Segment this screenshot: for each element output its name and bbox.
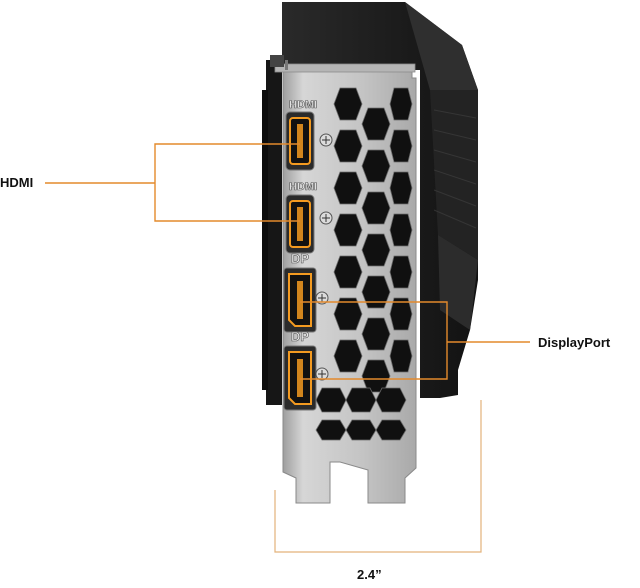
screw-1: [319, 133, 333, 147]
hdmi-port-2: [285, 194, 315, 254]
screw-3: [315, 291, 329, 305]
bracket-screws: [315, 133, 333, 381]
port-marking-dp-1: DP: [291, 251, 309, 266]
bracket-height-label: 2.4”: [357, 567, 382, 582]
bracket-vents: [315, 87, 413, 441]
hdmi-callout-lines: [45, 143, 300, 222]
port-marking-hdmi-1: HDMI: [289, 99, 317, 111]
hdmi-callout-label: HDMI: [0, 175, 34, 190]
hdmi-port-1: [285, 111, 315, 171]
displayport-callout-label: DisplayPort: [538, 335, 611, 350]
displayport-port-1: [283, 267, 317, 333]
cooler-shroud: [262, 2, 478, 405]
port-marking-dp-2: DP: [291, 329, 309, 344]
displayport-port-2: [283, 345, 317, 411]
bracket-dimension-lines: [274, 400, 482, 553]
screw-2: [319, 211, 333, 225]
port-marking-hdmi-2: HDMI: [289, 181, 317, 193]
port-markings: HDMI HDMI DP DP: [289, 99, 318, 345]
displayport-callout-lines: [300, 301, 530, 380]
screw-4: [315, 367, 329, 381]
